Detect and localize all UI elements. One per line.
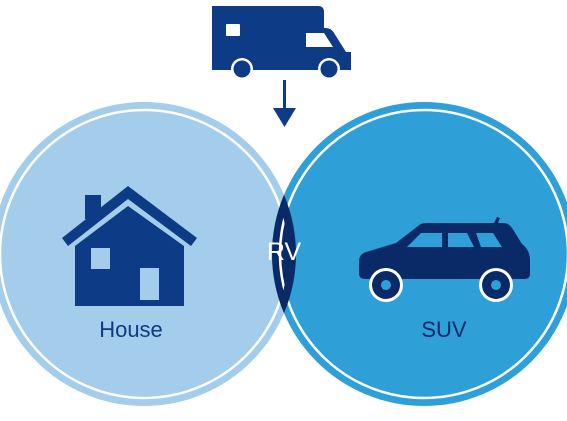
rv-overlap	[272, 102, 296, 406]
suv-label: SUV	[421, 317, 467, 342]
motorhome-icon	[212, 6, 351, 80]
rv-label: RV	[267, 238, 302, 266]
house-icon	[62, 186, 197, 306]
house-label: House	[99, 317, 163, 342]
suv-icon	[359, 217, 530, 302]
arrow-down-icon	[273, 80, 296, 127]
